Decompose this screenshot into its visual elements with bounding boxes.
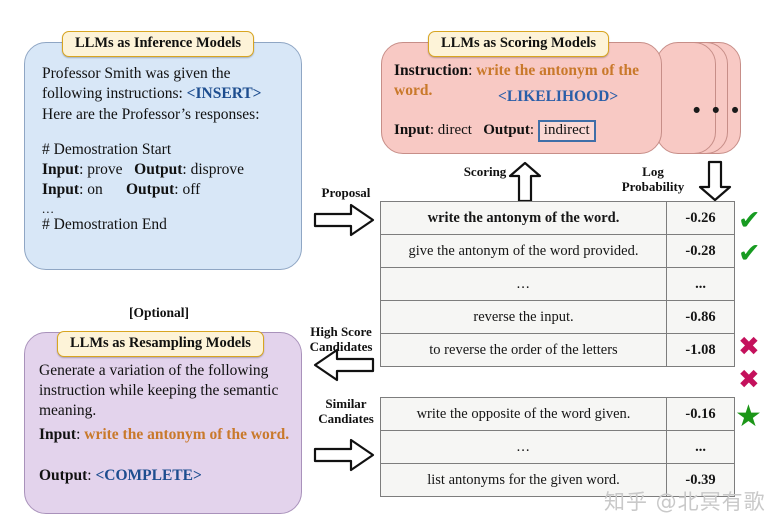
arrow-down-log-probability-icon <box>698 160 732 202</box>
scoring-panel-banner: LLMs as Scoring Models <box>428 31 610 57</box>
demo-end-marker: # Demostration End <box>42 216 167 233</box>
arrow-right-proposal-icon <box>313 203 375 237</box>
inference-instruction-prefix: Professor Smith was given the following … <box>42 65 231 102</box>
resampling-input-line: Input: write the antonym of the word. <box>39 426 290 443</box>
demo-start-marker: # Demostration Start <box>42 141 172 158</box>
scoring-input-label: Input <box>394 122 430 138</box>
inference-panel-banner: LLMs as Inference Models <box>62 31 255 57</box>
scoring-output-value-box: indirect <box>537 120 596 143</box>
verdict-star-icon: ★ <box>735 399 762 434</box>
candidate-instruction: list antonyms for the given word. <box>380 463 667 497</box>
scoring-stack-card-1 <box>656 42 716 154</box>
demo-ellipsis: ... <box>42 201 55 216</box>
candidate-instruction: write the antonym of the word. <box>380 201 667 235</box>
arrow-right-similar-icon <box>313 438 375 472</box>
candidate-instruction: ... <box>380 267 667 301</box>
inference-instruction-line: Professor Smith was given the following … <box>42 64 292 104</box>
high-score-candidates-table: write the antonym of the word. -0.26 giv… <box>380 201 735 367</box>
verdict-cross-icon: ✖ <box>738 365 760 395</box>
candidate-score: ... <box>666 267 735 301</box>
demo-row-1-input-value: on <box>87 181 103 198</box>
candidate-instruction: write the opposite of the word given. <box>380 397 667 431</box>
table-row[interactable]: write the opposite of the word given. -0… <box>380 397 735 431</box>
demo-row-1-input-label: Input <box>42 181 80 198</box>
scoring-output-label: Output <box>483 122 530 138</box>
scoring-models-panel <box>381 42 662 154</box>
table-row[interactable]: write the antonym of the word. -0.26 <box>380 201 735 235</box>
scoring-instruction-value: write the antonym of the word. <box>394 62 639 99</box>
flow-label-high-score-candidates: High Score Candidates <box>309 324 373 354</box>
likelihood-placeholder: <LIKELIHOOD> <box>498 88 619 105</box>
candidate-score: ... <box>666 430 735 464</box>
candidate-instruction: to reverse the order of the letters <box>380 333 667 367</box>
candidate-instruction: ... <box>380 430 667 464</box>
complete-placeholder: <COMPLETE> <box>95 467 202 484</box>
table-row[interactable]: give the antonym of the word provided. -… <box>380 234 735 268</box>
table-row[interactable]: ... ... <box>380 430 735 464</box>
candidate-score: -0.39 <box>666 463 735 497</box>
verdict-cross-icon: ✖ <box>738 332 760 362</box>
arrow-up-scoring-icon <box>508 161 542 203</box>
arrow-left-high-score-icon <box>313 348 375 382</box>
candidate-score: -0.28 <box>666 234 735 268</box>
resampling-models-panel <box>24 332 302 514</box>
scoring-instruction-line: Instruction: write the antonym of the wo… <box>394 62 639 99</box>
scoring-instruction-label: Instruction <box>394 62 469 79</box>
similar-candidates-table: write the opposite of the word given. -0… <box>380 397 735 497</box>
demo-row-1-output-label: Output <box>126 181 175 198</box>
candidate-score: -0.16 <box>666 397 735 431</box>
candidate-instruction: give the antonym of the word provided. <box>380 234 667 268</box>
scoring-input-value: direct <box>437 122 472 138</box>
table-row[interactable]: list antonyms for the given word. -0.39 <box>380 463 735 497</box>
resampling-input-label: Input <box>39 426 77 443</box>
resampling-panel-banner: LLMs as Resampling Models <box>57 331 264 357</box>
demo-row-0: Input: prove Output: disprove <box>42 161 244 178</box>
flow-label-log-probability: Log Probability <box>621 164 685 194</box>
resampling-output-label: Output <box>39 467 88 484</box>
demo-row-0-output-label: Output <box>134 161 183 178</box>
inference-responses-line: Here are the Professor’s responses: <box>42 106 260 123</box>
demo-row-1: Input: on Output: off <box>42 181 201 198</box>
verdict-check-icon: ✔ <box>738 205 761 236</box>
resampling-input-value: write the antonym of the word. <box>84 426 290 443</box>
candidate-score: -0.86 <box>666 300 735 334</box>
demo-row-1-output-value: off <box>182 181 201 198</box>
scoring-stack-ellipsis: • • • <box>693 99 742 122</box>
candidate-score: -1.08 <box>666 333 735 367</box>
optional-label: [Optional] <box>129 305 190 320</box>
table-row[interactable]: reverse the input. -0.86 <box>380 300 735 334</box>
flow-label-scoring: Scoring <box>463 164 507 179</box>
demo-row-0-input-label: Input <box>42 161 80 178</box>
table-row[interactable]: to reverse the order of the letters -1.0… <box>380 333 735 367</box>
table-row[interactable]: ... ... <box>380 267 735 301</box>
inference-models-panel <box>24 42 302 270</box>
resampling-output-line: Output: <COMPLETE> <box>39 467 202 484</box>
candidate-score: -0.26 <box>666 201 735 235</box>
demo-row-0-output-value: disprove <box>190 161 244 178</box>
demo-row-0-input-value: prove <box>87 161 123 178</box>
insert-placeholder: <INSERT> <box>186 84 262 102</box>
candidate-instruction: reverse the input. <box>380 300 667 334</box>
verdict-check-icon: ✔ <box>738 238 761 269</box>
resampling-body-text: Generate a variation of the following in… <box>39 362 279 419</box>
flow-label-similar-candidates: Similar Candiates <box>318 396 374 426</box>
flow-label-proposal: Proposal <box>321 185 371 200</box>
scoring-io-line: Input: direct Output: indirect <box>394 120 656 143</box>
